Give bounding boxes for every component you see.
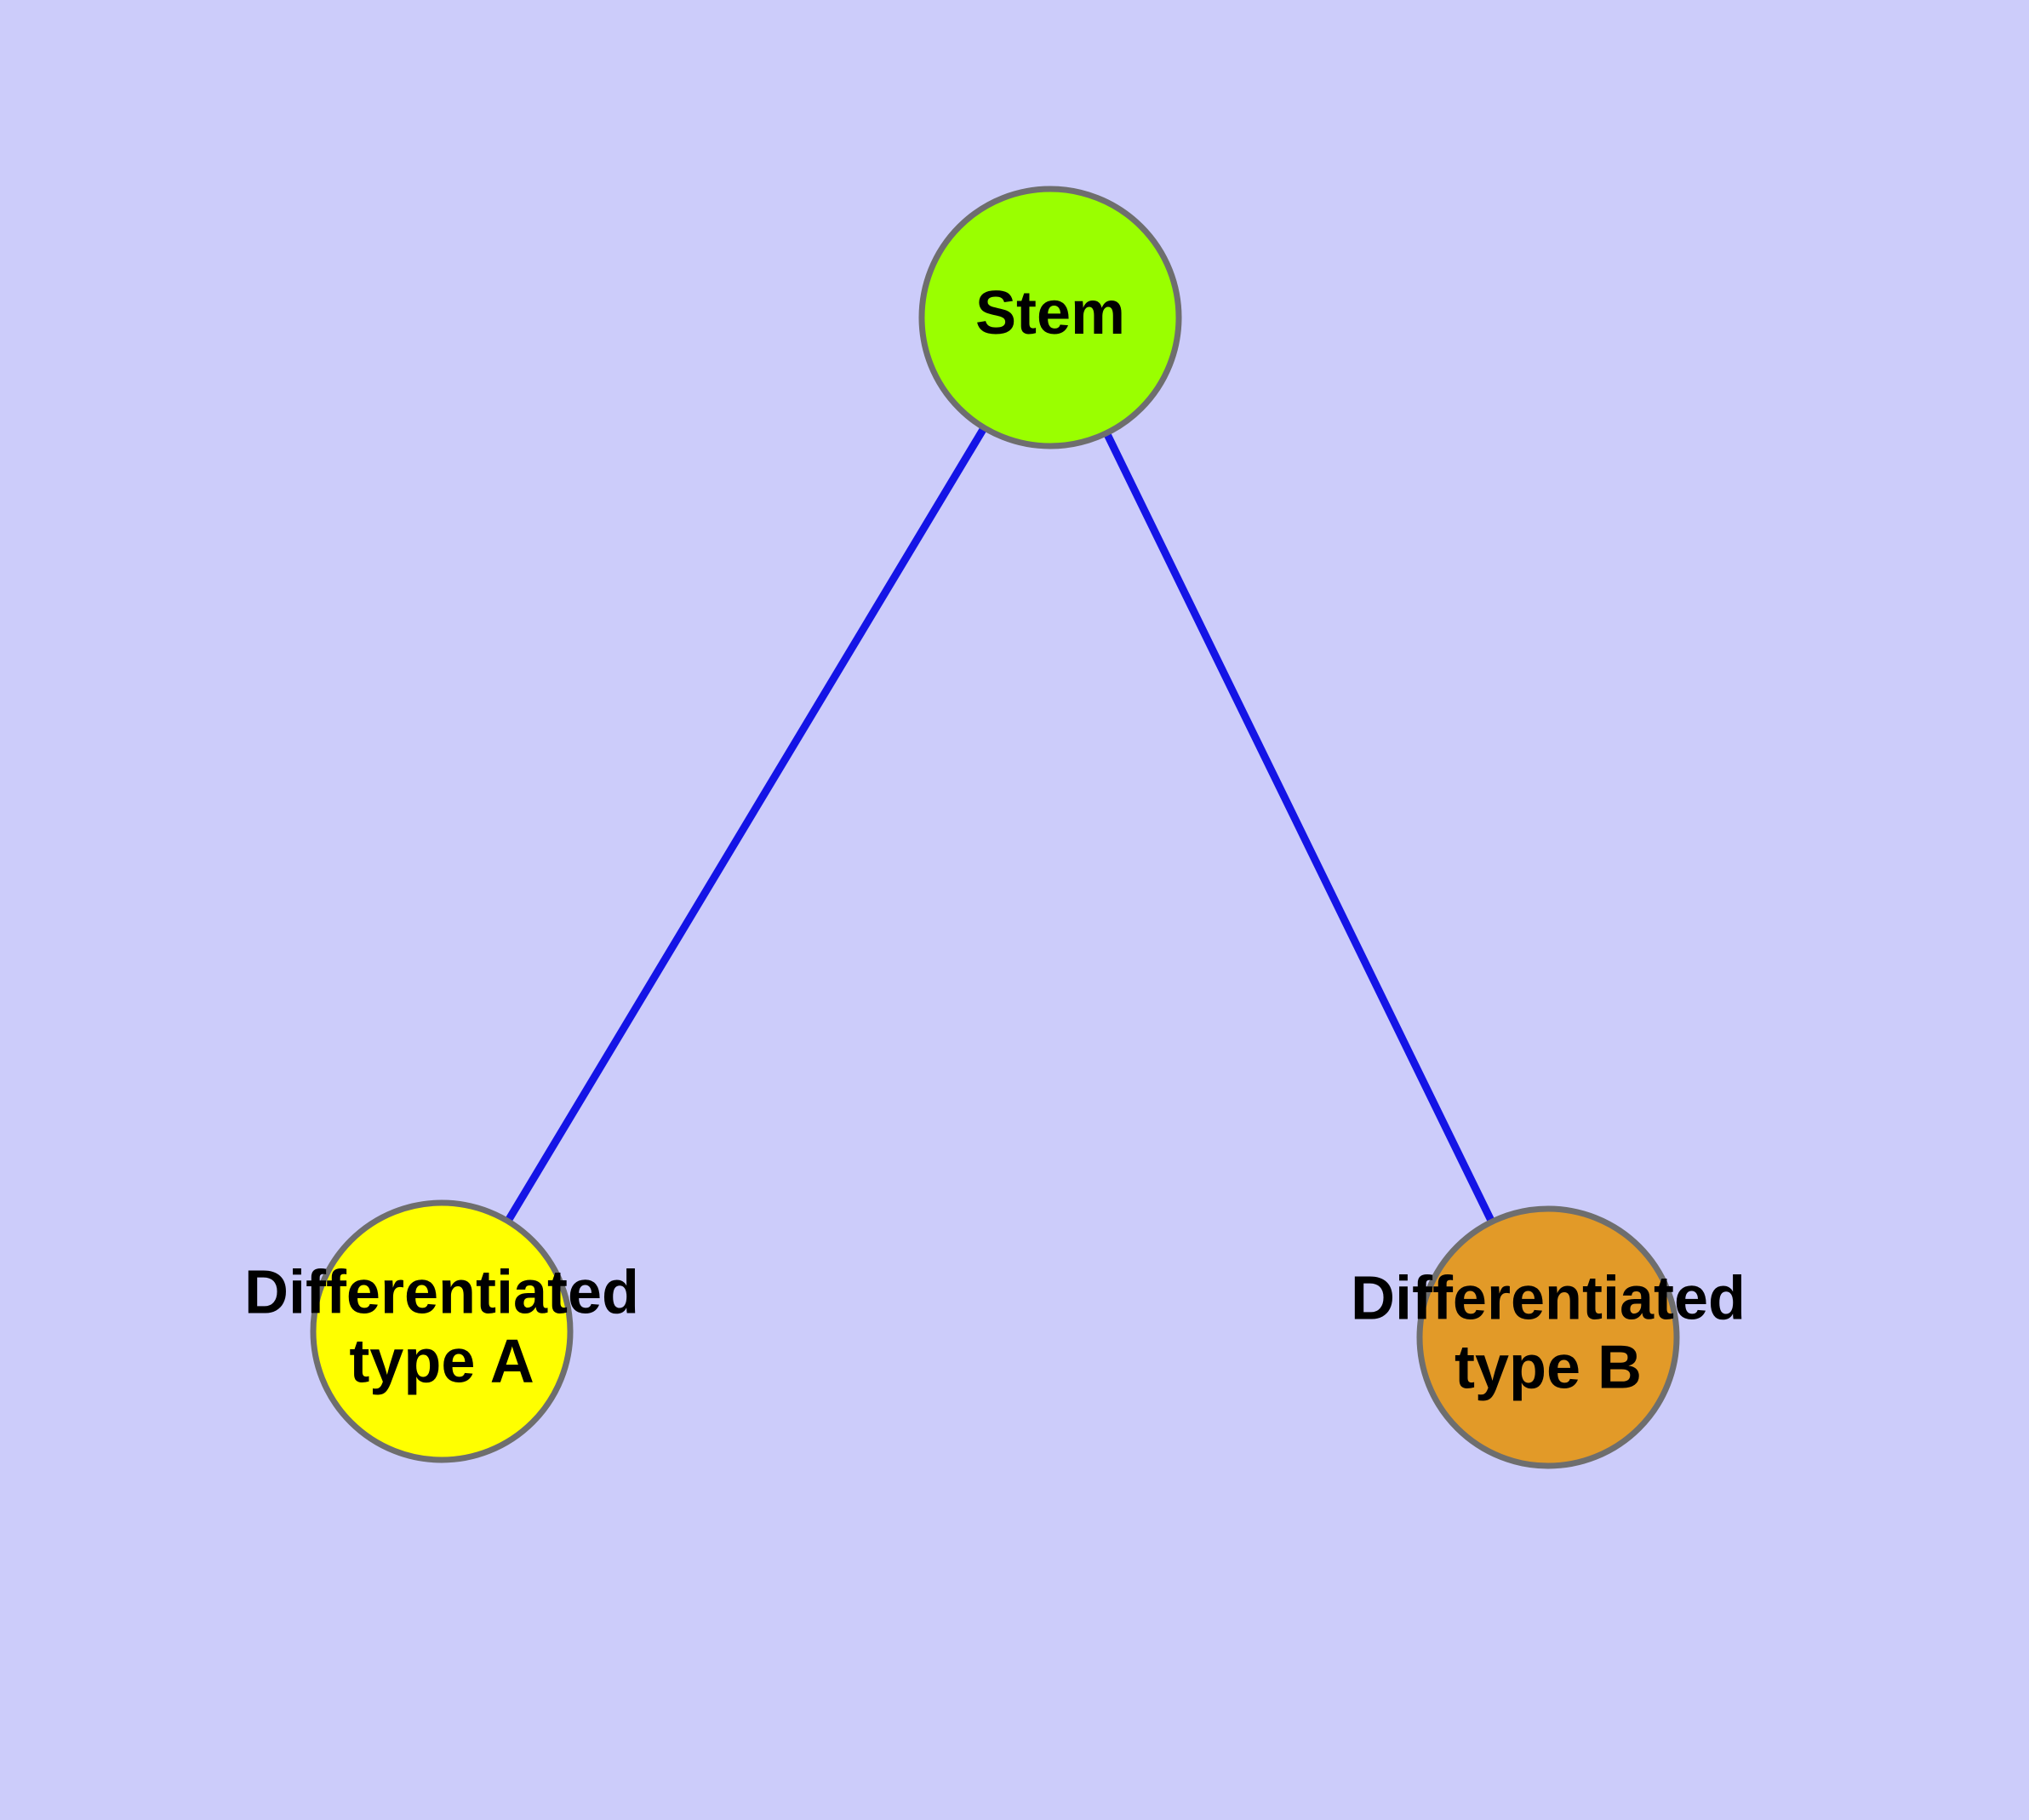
graph-node-label-line: type B: [1455, 1333, 1642, 1401]
graph-node-label-line: Stem: [975, 279, 1125, 347]
graph-node-label-line: Differentiated: [244, 1259, 639, 1327]
edges-layer: [503, 424, 1496, 1226]
graph-node-label-stem: Stem: [975, 279, 1125, 347]
graph-edge-stem-to-diff-a[interactable]: [503, 424, 989, 1225]
graph-node-label-line: Differentiated: [1351, 1265, 1746, 1333]
graph-node-stem[interactable]: [918, 186, 1182, 449]
graph-node-label-line: type A: [349, 1327, 534, 1395]
nodes-layer: [310, 186, 1680, 1469]
graph-node-diff-b[interactable]: [1416, 1205, 1680, 1469]
graph-edge-stem-to-diff-b[interactable]: [1102, 429, 1496, 1226]
graph-node-diff-a[interactable]: [310, 1199, 574, 1463]
